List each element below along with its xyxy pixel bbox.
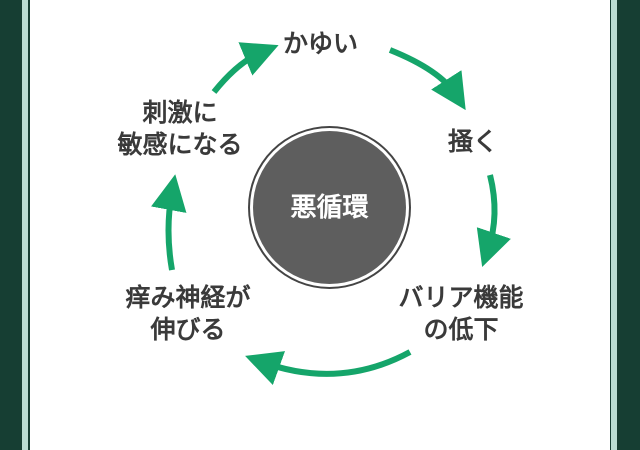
step-barrier-decline: バリア機能 の低下 <box>386 282 536 346</box>
arrow-right-to-bottom-right <box>476 174 511 268</box>
step-itch-nerve-growth: 痒み神経が 伸びる <box>108 282 268 346</box>
center-label: 悪循環 <box>290 193 369 223</box>
step-sensitive-line1: 刺激に <box>142 98 218 127</box>
right-border <box>611 0 617 450</box>
step-barrier-decline-line2: の低下 <box>423 315 499 344</box>
left-border <box>22 0 28 450</box>
step-itchy: かゆい <box>283 29 359 58</box>
arrow-left-to-top <box>211 42 279 94</box>
step-itch-nerve-growth-line2: 伸びる <box>150 315 226 344</box>
step-scratch: 掻く <box>448 127 499 156</box>
step-itch-nerve-growth-line1: 痒み神経が <box>125 283 251 312</box>
step-sensitive-line2: 敏感になる <box>117 130 243 159</box>
step-sensitive: 刺激に 敏感になる <box>105 97 255 161</box>
center-circle <box>253 131 406 284</box>
arrow-top-to-right <box>388 47 466 111</box>
arrow-bottom-left-to-left <box>151 174 187 271</box>
step-barrier-decline-line1: バリア機能 <box>398 283 524 312</box>
arrow-bottom-right-to-bottom-left <box>245 349 412 386</box>
